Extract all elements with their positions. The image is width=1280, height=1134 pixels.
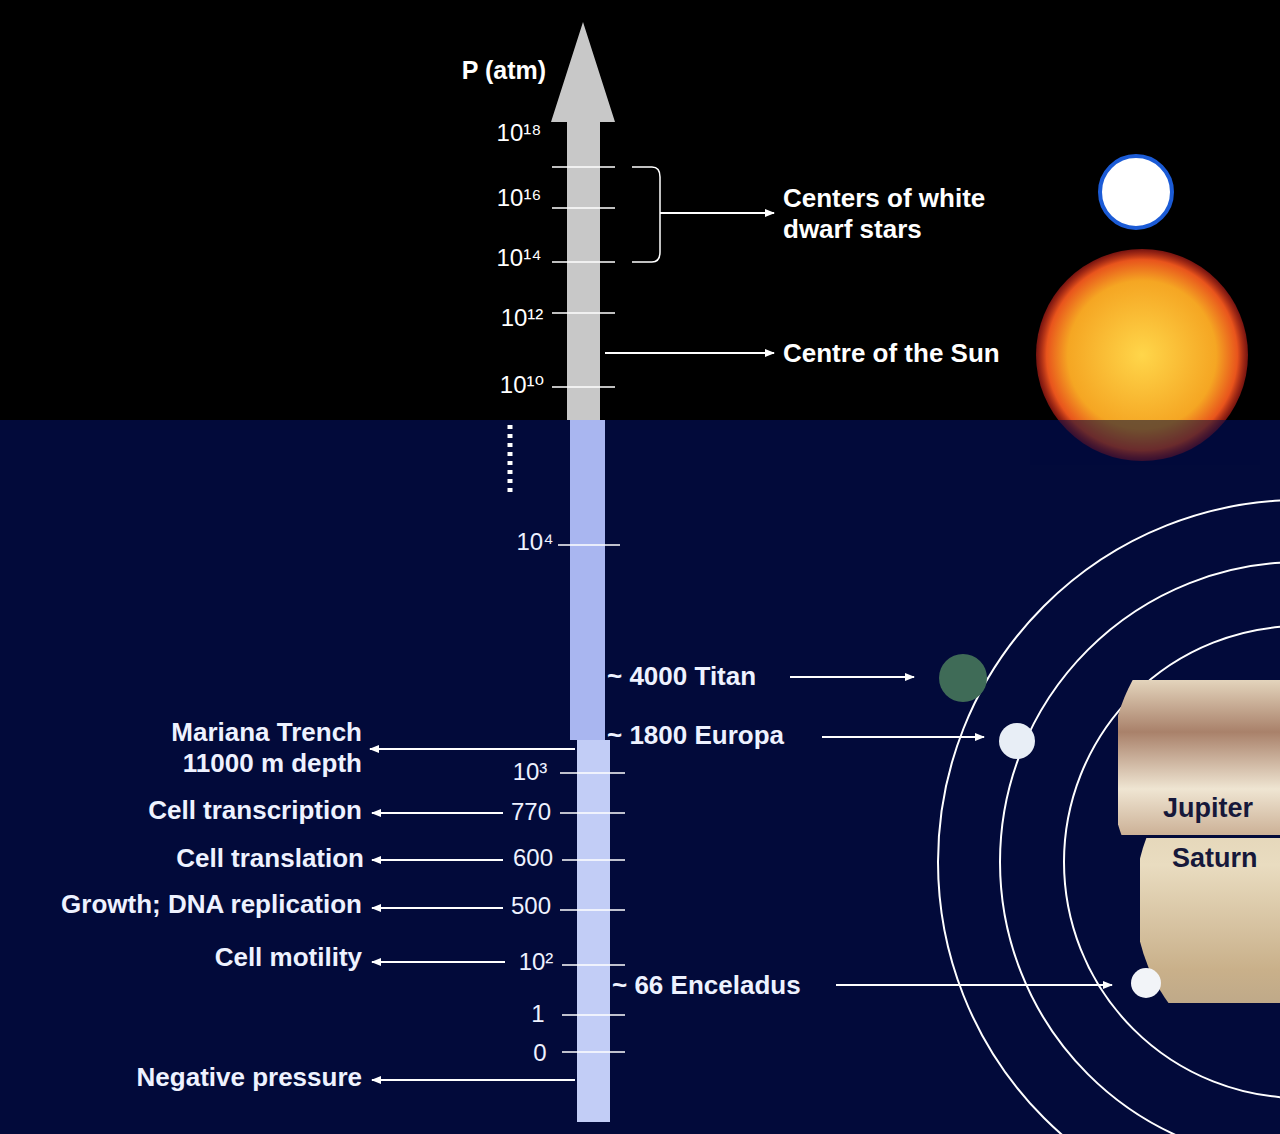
callout-label: ~ 66 Enceladus [612, 970, 801, 1001]
tick-label: 600 [513, 844, 553, 873]
tick-label: 500 [511, 892, 551, 921]
tick-label: 10⁴ [516, 528, 553, 557]
callout-label: ~ 4000 Titan [607, 661, 756, 692]
tick-label: 770 [511, 798, 551, 827]
callout-label: Growth; DNA replication [61, 889, 362, 920]
callout-label: Cell translation [176, 843, 364, 874]
planet-label: Jupiter [1163, 792, 1253, 824]
tick-label: 10¹⁸ [497, 119, 542, 148]
tick-label: 10¹⁰ [500, 371, 544, 400]
callout-label: Mariana Trench 11000 m depth [122, 717, 362, 779]
tick-label: 1 [531, 1000, 544, 1029]
tick-label: 10³ [513, 758, 548, 787]
callout-label: Centers of white dwarf stars [783, 183, 1033, 245]
tick-label: 10¹² [501, 304, 544, 333]
tick-label: 10¹⁶ [497, 184, 542, 213]
axis-title: P (atm) [462, 55, 546, 85]
callout-label: Cell transcription [148, 795, 362, 826]
callout-label: Negative pressure [137, 1062, 362, 1093]
callout-label: ~ 1800 Europa [607, 720, 784, 751]
tick-label: 10² [519, 948, 554, 977]
callout-label: Cell motility [215, 942, 362, 973]
callout-label: Centre of the Sun [783, 338, 1000, 369]
planet-label: Saturn [1172, 842, 1258, 874]
tick-label: 10¹⁴ [497, 244, 542, 273]
tick-label: 0 [533, 1039, 546, 1068]
